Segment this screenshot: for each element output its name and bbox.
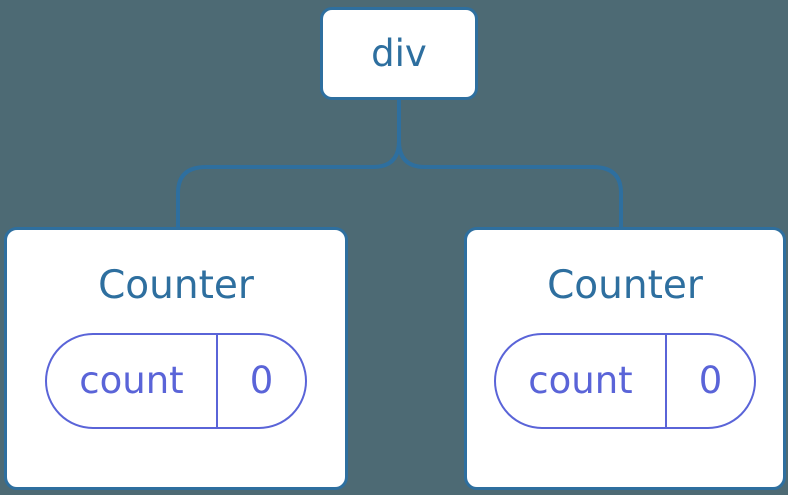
state-pill: count 0 <box>45 332 307 429</box>
connector-branch-right <box>397 140 623 227</box>
component-title: Counter <box>547 263 703 308</box>
root-node-label: div <box>371 32 427 75</box>
component-title: Counter <box>98 263 254 308</box>
connector-branch-left <box>176 140 401 227</box>
state-value: 0 <box>249 359 274 403</box>
root-node: div <box>320 7 478 100</box>
state-pill: count 0 <box>494 332 756 429</box>
component-card: Counter count 0 <box>4 227 348 490</box>
state-value: 0 <box>698 359 723 403</box>
component-card: Counter count 0 <box>464 227 786 490</box>
state-key: count <box>496 334 667 427</box>
state-key: count <box>47 334 218 427</box>
